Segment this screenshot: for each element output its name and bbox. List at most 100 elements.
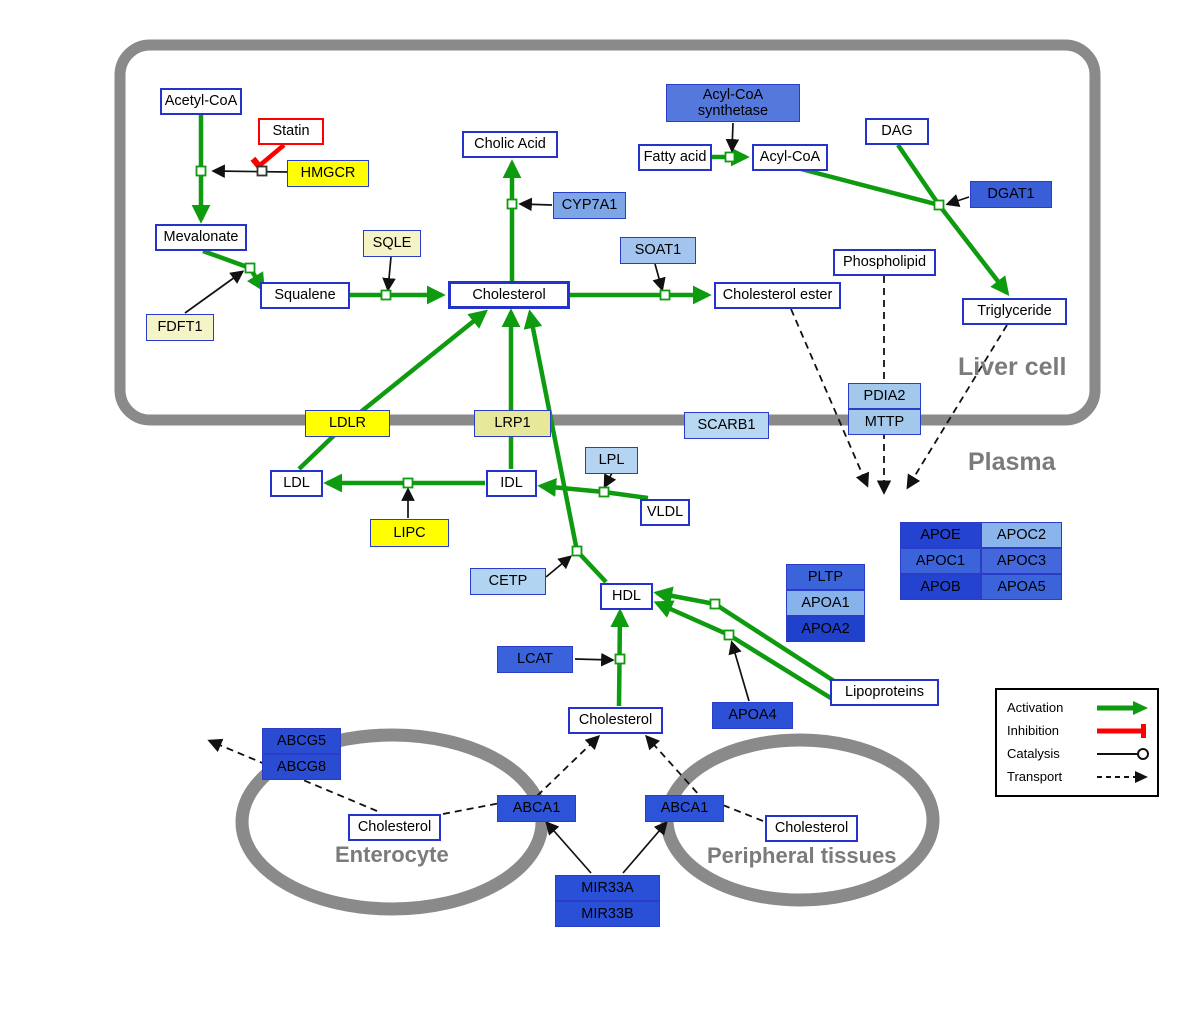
reaction-node — [598, 486, 610, 498]
reaction-node — [933, 199, 945, 211]
node-cholesterol-ester[interactable]: Cholesterol ester — [714, 282, 841, 309]
edge-cholesterol-ester-transport — [790, 308, 870, 488]
node-hdl[interactable]: HDL — [600, 583, 653, 610]
node-apoc1[interactable]: APOC1 — [900, 548, 981, 574]
edge-mir33-to-abca1-enterocyte — [545, 820, 592, 874]
node-statin[interactable]: Statin — [258, 118, 324, 145]
node-scarb1[interactable]: SCARB1 — [684, 412, 769, 439]
node-cholesterol-enterocyte[interactable]: Cholesterol — [348, 814, 441, 841]
node-abca1-enterocyte[interactable]: ABCA1 — [497, 795, 576, 822]
node-abcg5[interactable]: ABCG5 — [262, 728, 341, 754]
node-acetyl-coa[interactable]: Acetyl-CoA — [160, 88, 242, 115]
node-sqle[interactable]: SQLE — [363, 230, 421, 257]
edge-vldl-to-idl — [537, 478, 649, 501]
node-lpl[interactable]: LPL — [585, 447, 638, 474]
edge-hmgcr-catalysis — [211, 164, 288, 178]
edge-dgat1-catalysis — [945, 194, 970, 208]
node-apoc3[interactable]: APOC3 — [981, 548, 1062, 574]
transport-dashed-arrow-icon — [1097, 770, 1148, 783]
edge-lcat-catalysis — [574, 652, 615, 667]
node-soat1[interactable]: SOAT1 — [620, 237, 696, 264]
node-abca1-peripheral[interactable]: ABCA1 — [645, 795, 724, 822]
node-dag[interactable]: DAG — [865, 118, 929, 145]
node-hmgcr[interactable]: HMGCR — [287, 160, 369, 187]
edge-lpl-catalysis — [603, 472, 617, 489]
node-fdft1[interactable]: FDFT1 — [146, 314, 214, 341]
node-apoa5[interactable]: APOA5 — [981, 574, 1062, 600]
enterocyte-membrane — [235, 728, 549, 916]
edge-statin-inhibits-hmgcr-reaction — [250, 143, 286, 176]
reaction-node — [571, 545, 583, 557]
legend-transport-label: Transport — [1007, 769, 1063, 784]
legend-row-activation: Activation — [1007, 696, 1149, 719]
node-acyl-coa[interactable]: Acyl-CoA — [752, 144, 828, 171]
reaction-node — [723, 629, 735, 641]
edge-apoa4-catalysis — [728, 640, 750, 702]
node-apoa4[interactable]: APOA4 — [712, 702, 793, 729]
catalysis-anchor — [256, 165, 268, 177]
legend-row-catalysis: Catalysis — [1007, 742, 1149, 765]
node-cholesterol-peripheral[interactable]: Cholesterol — [765, 815, 858, 842]
edge-dag-to-dgat-node — [896, 143, 941, 207]
node-cholesterol-liver[interactable]: Cholesterol — [448, 281, 570, 309]
edge-acyl-coa-synthetase-catalysis — [725, 122, 740, 153]
edge-mir33-to-abca1-peripheral — [622, 820, 668, 874]
node-lipc[interactable]: LIPC — [370, 519, 449, 547]
node-squalene[interactable]: Squalene — [260, 282, 350, 309]
legend-box: Activation Inhibition Catalysis Transpor… — [995, 688, 1159, 797]
activation-arrow-icon — [1097, 700, 1148, 715]
node-acyl-coa-synthetase[interactable]: Acyl-CoA synthetase — [666, 84, 800, 122]
node-pdia2[interactable]: PDIA2 — [848, 383, 921, 409]
node-mir33b[interactable]: MIR33B — [555, 901, 660, 927]
catalysis-circle-icon — [1097, 747, 1149, 760]
peripheral-tissues-label: Peripheral tissues — [707, 843, 897, 868]
node-apoa2[interactable]: APOA2 — [786, 616, 865, 642]
legend-inhibition-label: Inhibition — [1007, 723, 1060, 738]
node-abcg8[interactable]: ABCG8 — [262, 754, 341, 780]
reaction-node — [724, 151, 736, 163]
legend-row-inhibition: Inhibition — [1007, 719, 1149, 742]
node-dgat1[interactable]: DGAT1 — [970, 181, 1052, 208]
node-fatty-acid[interactable]: Fatty acid — [638, 144, 712, 171]
edge-cyp7a1-catalysis — [518, 197, 553, 212]
node-ldl[interactable]: LDL — [270, 470, 323, 497]
node-triglyceride[interactable]: Triglyceride — [962, 298, 1067, 325]
legend-catalysis-label: Catalysis — [1007, 746, 1060, 761]
node-apoe[interactable]: APOE — [900, 522, 981, 548]
plasma-label: Plasma — [968, 448, 1056, 476]
reaction-node — [380, 289, 392, 301]
node-phospholipid[interactable]: Phospholipid — [833, 249, 936, 276]
node-mevalonate[interactable]: Mevalonate — [155, 224, 247, 251]
edge-fdft1-catalysis — [184, 270, 245, 314]
node-cholic-acid[interactable]: Cholic Acid — [462, 131, 558, 158]
edge-soat1-catalysis — [652, 263, 666, 292]
node-idl[interactable]: IDL — [486, 470, 537, 497]
reaction-node — [709, 598, 721, 610]
node-pltp[interactable]: PLTP — [786, 564, 865, 590]
node-vldl[interactable]: VLDL — [640, 499, 690, 526]
enterocyte-label: Enterocyte — [335, 842, 449, 867]
node-lrp1[interactable]: LRP1 — [474, 410, 551, 437]
edge-cetp-catalysis — [545, 555, 573, 578]
node-ldlr[interactable]: LDLR — [305, 410, 390, 437]
node-apob[interactable]: APOB — [900, 574, 981, 600]
reaction-node — [402, 477, 414, 489]
edge-triglyceride-transport — [906, 324, 1008, 490]
node-cetp[interactable]: CETP — [470, 568, 546, 595]
reaction-node — [614, 653, 626, 665]
node-cholesterol-plasma[interactable]: Cholesterol — [568, 707, 663, 734]
node-mir33a[interactable]: MIR33A — [555, 875, 660, 901]
node-mttp[interactable]: MTTP — [848, 409, 921, 435]
node-cyp7a1[interactable]: CYP7A1 — [553, 192, 626, 219]
legend-row-transport: Transport — [1007, 765, 1149, 788]
edge-sqle-catalysis — [382, 256, 396, 292]
node-apoa1[interactable]: APOA1 — [786, 590, 865, 616]
reaction-node — [244, 262, 256, 274]
node-lipoproteins[interactable]: Lipoproteins — [830, 679, 939, 706]
node-apoc2[interactable]: APOC2 — [981, 522, 1062, 548]
reaction-node — [506, 198, 518, 210]
edge-peripheral-cholesterol-via-abca1 — [645, 734, 764, 822]
node-lcat[interactable]: LCAT — [497, 646, 573, 673]
